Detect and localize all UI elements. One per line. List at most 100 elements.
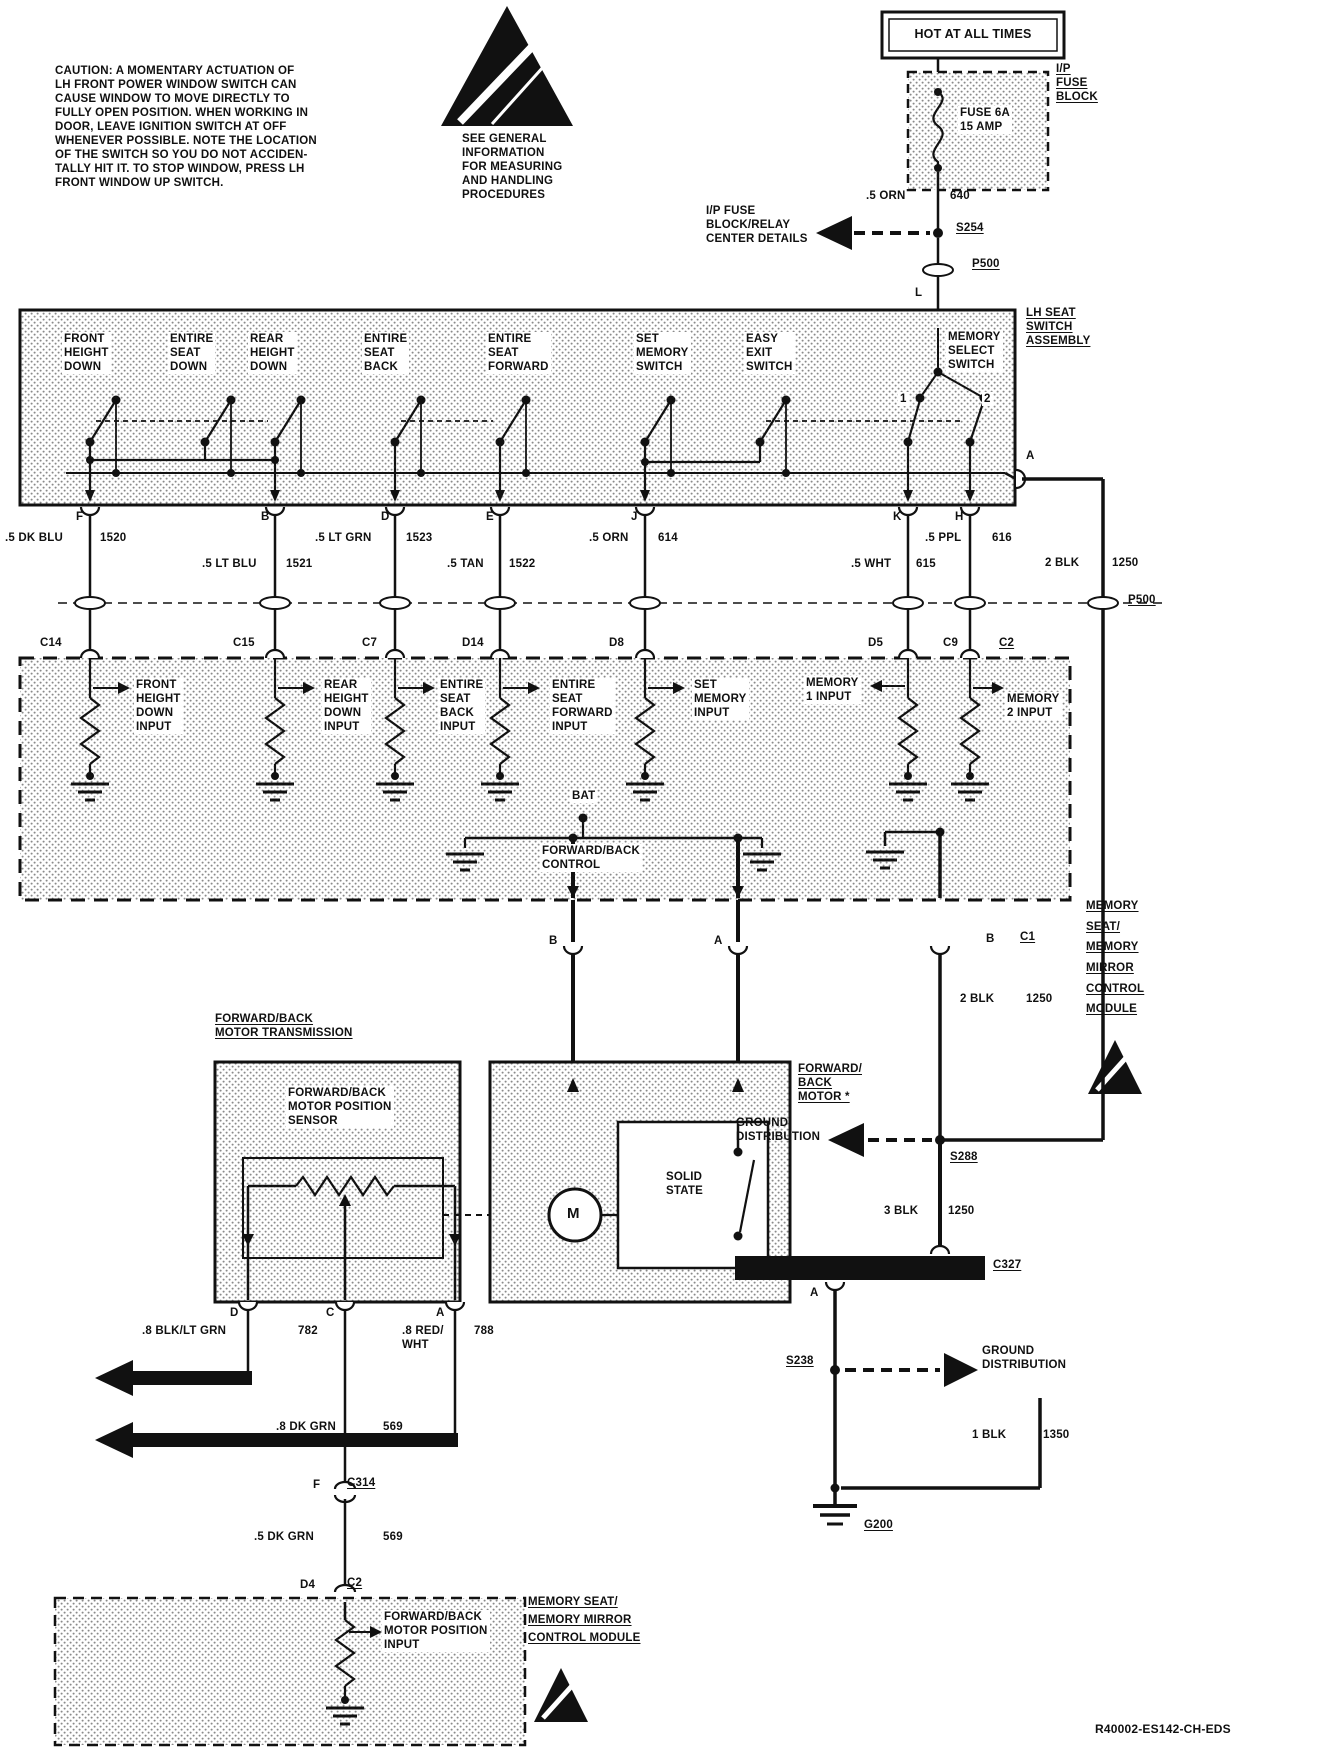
circuit-1523: 1523 [406,532,433,544]
wire-8blkltgrn: .8 BLK/LT GRN [142,1325,227,1337]
pin-j: J [631,511,638,523]
circuit-616: 616 [992,532,1012,544]
off-page-arrows-left [95,1360,458,1458]
cav-a-c327: A [810,1287,819,1299]
conn-c2-top: C2 [999,637,1015,649]
wire-5ltblu: .5 LT BLU [202,558,257,570]
cav-d5: D5 [868,637,884,649]
circuit-1250: 1250 [1112,557,1139,569]
wire-5ltgrn: .5 LT GRN [315,532,372,544]
circuit-788: 788 [474,1325,494,1337]
in-rear-height-down: REAR HEIGHT DOWN INPUT [322,678,371,735]
ip-relay-ref: I/P FUSE BLOCK/RELAY CENTER DETAILS [706,205,808,246]
fwdback-motor-trans: FORWARD/BACK MOTOR TRANSMISSION [215,1013,353,1040]
sw-rear-height-down: REAR HEIGHT DOWN [248,332,297,375]
cav-c14: C14 [40,637,62,649]
ground-g200: G200 [864,1519,893,1531]
sel-pos-2: 2 [982,392,993,407]
cav-d14: D14 [462,637,484,649]
hot-at-all-times: HOT AT ALL TIMES [914,27,1032,41]
cav-c-trans: C [326,1307,335,1319]
splice-icon [830,1365,840,1375]
wire-5orn: .5 ORN [866,190,906,202]
ground-distribution-circuit [735,944,1103,1526]
pin-e: E [486,511,494,523]
cav-c9: C9 [943,637,959,649]
sw-front-height-down: FRONT HEIGHT DOWN [62,332,111,375]
cav-d4: D4 [300,1579,316,1591]
wire-8dkgrn: .8 DK GRN [276,1421,336,1433]
circuit-782: 782 [298,1325,318,1337]
circuit-1250-c1: 1250 [1026,993,1053,1005]
off-page-arrow-icon [944,1353,978,1387]
pin-f: F [76,511,84,523]
pin-l: L [915,287,923,299]
wire-5orn-614: .5 ORN [589,532,629,544]
lh-seat-assembly: LH SEAT SWITCH ASSEMBLY [1026,307,1091,348]
sw-memory-select: MEMORY SELECT SWITCH [946,330,1003,373]
cav-a-trans: A [436,1307,445,1319]
in-front-height-down: FRONT HEIGHT DOWN INPUT [134,678,183,735]
pin-a-motor: A [714,935,723,947]
fuse-label: FUSE 6A 15 AMP [958,106,1012,135]
pin-d: D [381,511,390,523]
wire-5tan: .5 TAN [447,558,484,570]
sw-entire-seat-back: ENTIRE SEAT BACK [362,332,410,375]
wire-5dkgrn: .5 DK GRN [254,1531,314,1543]
cav-d8: D8 [609,637,625,649]
wire-3blk: 3 BLK [884,1205,919,1217]
ground-icon [813,1504,857,1526]
off-page-arrow-icon [828,1123,864,1157]
wire-2blk-c1: 2 BLK [960,993,995,1005]
solid-state: SOLID STATE [664,1170,705,1199]
circuit-569b: 569 [383,1531,403,1543]
pin-k: K [893,511,902,523]
circuit-569a: 569 [383,1421,403,1433]
wire-8redwht: .8 RED/ WHT [402,1325,444,1352]
splice-s288: S288 [950,1151,978,1163]
circuit-1521: 1521 [286,558,313,570]
power-feed-circuit [816,10,1066,328]
wire-2blk: 2 BLK [1045,557,1080,569]
cav-c15: C15 [233,637,255,649]
fuse-icon [932,91,944,170]
splice-icon [933,228,943,238]
module-name-right: MEMORY SEAT/ MEMORY MIRROR CONTROL MODUL… [1086,900,1145,1016]
conn-c2-bottom: C2 [347,1577,363,1589]
wire-5wht: .5 WHT [851,558,892,570]
ground-dist-mid: GROUND DISTRIBUTION [736,1117,821,1144]
wire-5ppl: .5 PPL [925,532,962,544]
circuit-640: 640 [950,190,970,202]
in-memory-1: MEMORY 1 INPUT [804,676,861,705]
esd-handling-note: SEE GENERAL INFORMATION FOR MEASURING AN… [462,133,563,202]
fwdback-motor: FORWARD/ BACK MOTOR * [798,1063,862,1104]
cav-c7: C7 [362,637,378,649]
motor-m: M [567,1205,580,1222]
conn-p500-top: P500 [972,258,1000,270]
circuit-615: 615 [916,558,936,570]
circuit-1522: 1522 [509,558,536,570]
position-sensor-resistor [295,1175,395,1197]
circuit-1350: 1350 [1043,1429,1070,1441]
sensor-label: FORWARD/BACK MOTOR POSITION SENSOR [286,1086,394,1129]
in-entire-seat-back: ENTIRE SEAT BACK INPUT [438,678,486,735]
circuit-1520: 1520 [100,532,127,544]
cav-d-trans: D [230,1307,239,1319]
conn-c1: C1 [1020,931,1036,943]
sw-easy-exit: EASY EXIT SWITCH [744,332,795,375]
fwd-back-control: FORWARD/BACK CONTROL [540,844,643,873]
conn-c327: C327 [993,1259,1022,1271]
conn-c314: C314 [347,1477,376,1489]
ground-dist-bottom: GROUND DISTRIBUTION [982,1345,1067,1372]
pin-h: H [955,511,964,523]
cav-b-c1: B [986,933,995,945]
sw-entire-seat-down: ENTIRE SEAT DOWN [168,332,216,375]
ip-fuse-block: I/P FUSE BLOCK [1056,63,1098,104]
pin-b: B [261,511,270,523]
caution-note: CAUTION: A MOMENTARY ACTUATION OF LH FRO… [55,65,317,190]
wire-5dkblu: .5 DK BLU [5,532,64,544]
pin-a: A [1026,450,1035,462]
circuit-614: 614 [658,532,678,544]
